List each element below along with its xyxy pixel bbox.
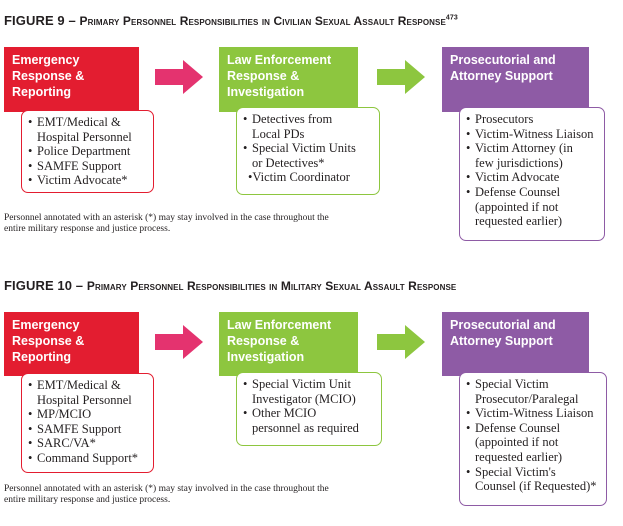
header-line: Response &: [12, 69, 85, 83]
header-line: Prosecutorial and: [450, 318, 556, 332]
list-item: Counsel (if Requested)*: [475, 479, 597, 494]
header-line: Response &: [227, 69, 300, 83]
header-line: Emergency: [12, 53, 80, 67]
arrow-right-icon: [377, 325, 425, 359]
figure-10-title-text: Primary Personnel Responsibilities in Mi…: [86, 279, 457, 293]
list-item: EMT/Medical &: [28, 378, 147, 393]
note-line: Personnel annotated with an asterisk (*)…: [4, 484, 329, 494]
list-item: Other MCIO: [243, 406, 375, 421]
list-item: Defense Counsel: [466, 185, 598, 200]
list-item: (appointed if not: [475, 435, 559, 450]
list-item: Victim Advocate: [466, 170, 598, 185]
list-item: Prosecutor/Paralegal: [475, 391, 579, 406]
law-enforcement-list: Detectives from Local PDs Special Victim…: [236, 107, 380, 195]
prosecutorial-header: Prosecutorial and Attorney Support: [442, 47, 589, 112]
emergency-response-header: Emergency Response & Reporting: [4, 47, 139, 112]
list-item: Hospital Personnel: [37, 129, 132, 144]
header-line: Attorney Support: [450, 334, 553, 348]
list-item: Special Victim's: [466, 465, 600, 480]
header-line: Investigation: [227, 350, 305, 364]
note-line: Personnel annotated with an asterisk (*)…: [4, 213, 329, 223]
list-item: personnel as required: [252, 420, 359, 435]
list-item: requested earlier): [475, 449, 563, 464]
note-line: entire military response and justice pro…: [4, 495, 171, 505]
emergency-response-list: EMT/Medical & Hospital Personnel Police …: [21, 110, 154, 193]
law-enforcement-header: Law Enforcement Response & Investigation: [219, 47, 358, 112]
header-line: Emergency: [12, 318, 80, 332]
list-item: few jurisdictions): [475, 155, 563, 170]
arrow-right-icon: [155, 60, 203, 94]
list-item: requested earlier): [475, 214, 563, 229]
header-line: Response &: [227, 334, 300, 348]
figure-10-title: FIGURE 10 – Primary Personnel Responsibi…: [4, 278, 456, 293]
figure-9-title-text: Primary Personnel Responsibilities in Ci…: [79, 14, 446, 28]
header-line: Reporting: [12, 350, 72, 364]
figure-10-title-prefix: FIGURE 10 –: [4, 278, 87, 293]
list-item: MP/MCIO: [28, 407, 147, 422]
figure-9-title: FIGURE 9 – Primary Personnel Responsibil…: [4, 13, 458, 28]
prosecutorial-header: Prosecutorial and Attorney Support: [442, 312, 589, 376]
header-line: Prosecutorial and: [450, 53, 556, 67]
law-enforcement-list: Special Victim Unit Investigator (MCIO) …: [236, 372, 382, 446]
list-item: EMT/Medical &: [28, 115, 147, 130]
list-item: Victim-Witness Liaison: [466, 127, 598, 142]
figure-9-title-prefix: FIGURE 9 –: [4, 13, 80, 28]
list-item: SAMFE Support: [28, 159, 147, 174]
list-item: Detectives from: [243, 112, 373, 127]
list-item: Victim Attorney (in: [466, 141, 598, 156]
emergency-response-header: Emergency Response & Reporting: [4, 312, 139, 376]
figure-9-footnote-ref: 473: [445, 14, 458, 22]
arrow-right-icon: [377, 60, 425, 94]
note-line: entire military response and justice pro…: [4, 224, 171, 234]
figure-9-note: Personnel annotated with an asterisk (*)…: [4, 213, 394, 235]
prosecutorial-list: Special Victim Prosecutor/Paralegal Vict…: [459, 372, 607, 506]
list-item: (appointed if not: [475, 199, 559, 214]
figure-10-note: Personnel annotated with an asterisk (*)…: [4, 484, 394, 506]
prosecutorial-list: Prosecutors Victim-Witness Liaison Victi…: [459, 107, 605, 241]
list-item: or Detectives*: [252, 155, 325, 170]
list-item: Command Support*: [28, 451, 147, 466]
header-line: Reporting: [12, 85, 72, 99]
arrow-right-icon: [155, 325, 203, 359]
list-item: SAMFE Support: [28, 422, 147, 437]
list-item: Prosecutors: [466, 112, 598, 127]
law-enforcement-header: Law Enforcement Response & Investigation: [219, 312, 358, 376]
header-line: Law Enforcement: [227, 53, 332, 67]
list-item: Victim Advocate*: [28, 173, 147, 188]
emergency-response-list: EMT/Medical & Hospital Personnel MP/MCIO…: [21, 373, 154, 473]
list-item: Special Victim Unit: [243, 377, 375, 392]
header-line: Law Enforcement: [227, 318, 332, 332]
list-item: Investigator (MCIO): [252, 391, 356, 406]
list-item: Hospital Personnel: [37, 392, 132, 407]
list-item: Special Victim Units: [243, 141, 373, 156]
list-item: Police Department: [28, 144, 147, 159]
header-line: Attorney Support: [450, 69, 553, 83]
list-item: Defense Counsel: [466, 421, 600, 436]
header-line: Investigation: [227, 85, 305, 99]
header-line: Response &: [12, 334, 85, 348]
list-item: •Victim Coordinator: [248, 170, 350, 185]
list-item: Local PDs: [252, 126, 305, 141]
list-item: Special Victim: [466, 377, 600, 392]
list-item: SARC/VA*: [28, 436, 147, 451]
list-item: Victim-Witness Liaison: [466, 406, 600, 421]
